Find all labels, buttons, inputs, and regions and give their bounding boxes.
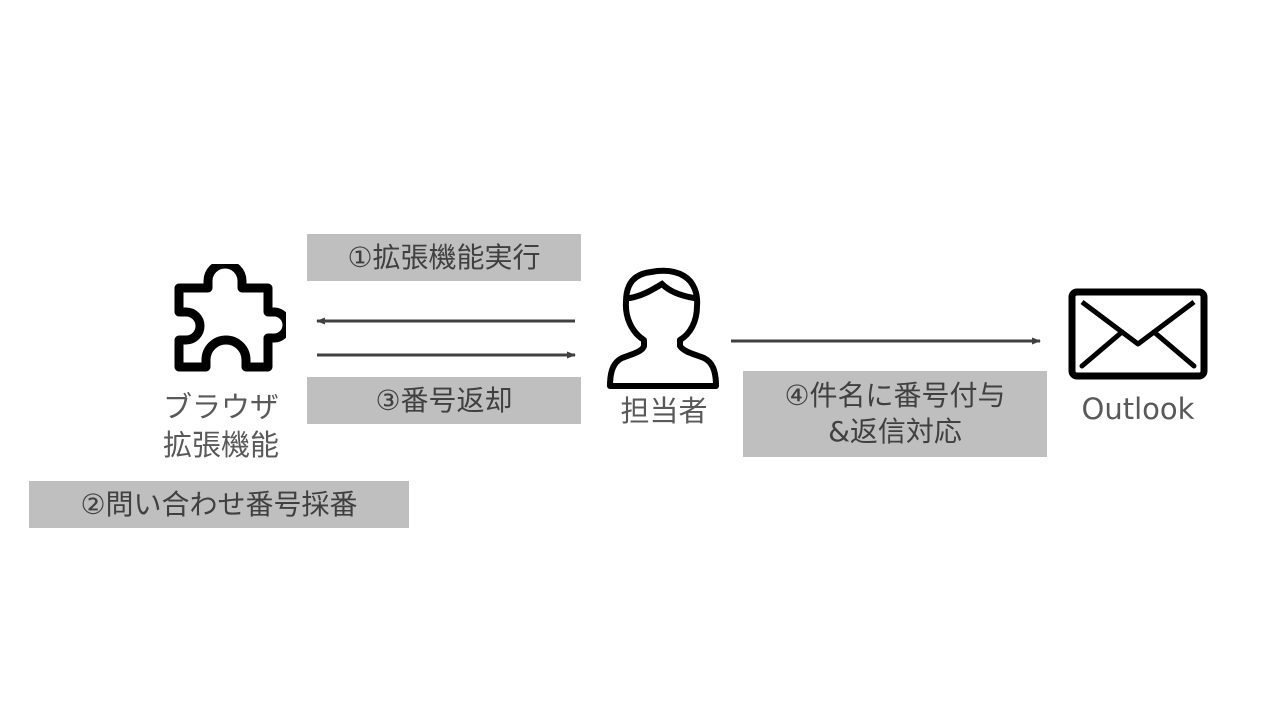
extension-label: ブラウザ 拡張機能 [146, 388, 296, 464]
outlook-label: Outlook [1068, 390, 1208, 428]
step3-box: ③番号返却 [307, 377, 581, 424]
step2-box: ②問い合わせ番号採番 [29, 481, 409, 528]
operator-label-text: 担当者 [620, 394, 708, 428]
operator-label: 担当者 [604, 392, 724, 430]
extension-label-line2: 拡張機能 [162, 428, 279, 462]
step1-label: ①拡張機能実行 [347, 240, 541, 274]
puzzle-piece-icon [174, 264, 286, 372]
step2-label: ②問い合わせ番号採番 [80, 487, 358, 521]
step4-label-line2: &返信対応 [828, 415, 962, 448]
outlook-label-text: Outlook [1081, 392, 1195, 426]
step1-box: ①拡張機能実行 [307, 234, 581, 281]
extension-label-line1: ブラウザ [162, 390, 279, 424]
person-icon [607, 267, 719, 389]
step4-box: ④件名に番号付与 &返信対応 [743, 371, 1047, 457]
envelope-icon [1068, 288, 1208, 380]
step4-label-line1: ④件名に番号付与 [784, 379, 1006, 412]
step3-label: ③番号返却 [375, 383, 513, 417]
